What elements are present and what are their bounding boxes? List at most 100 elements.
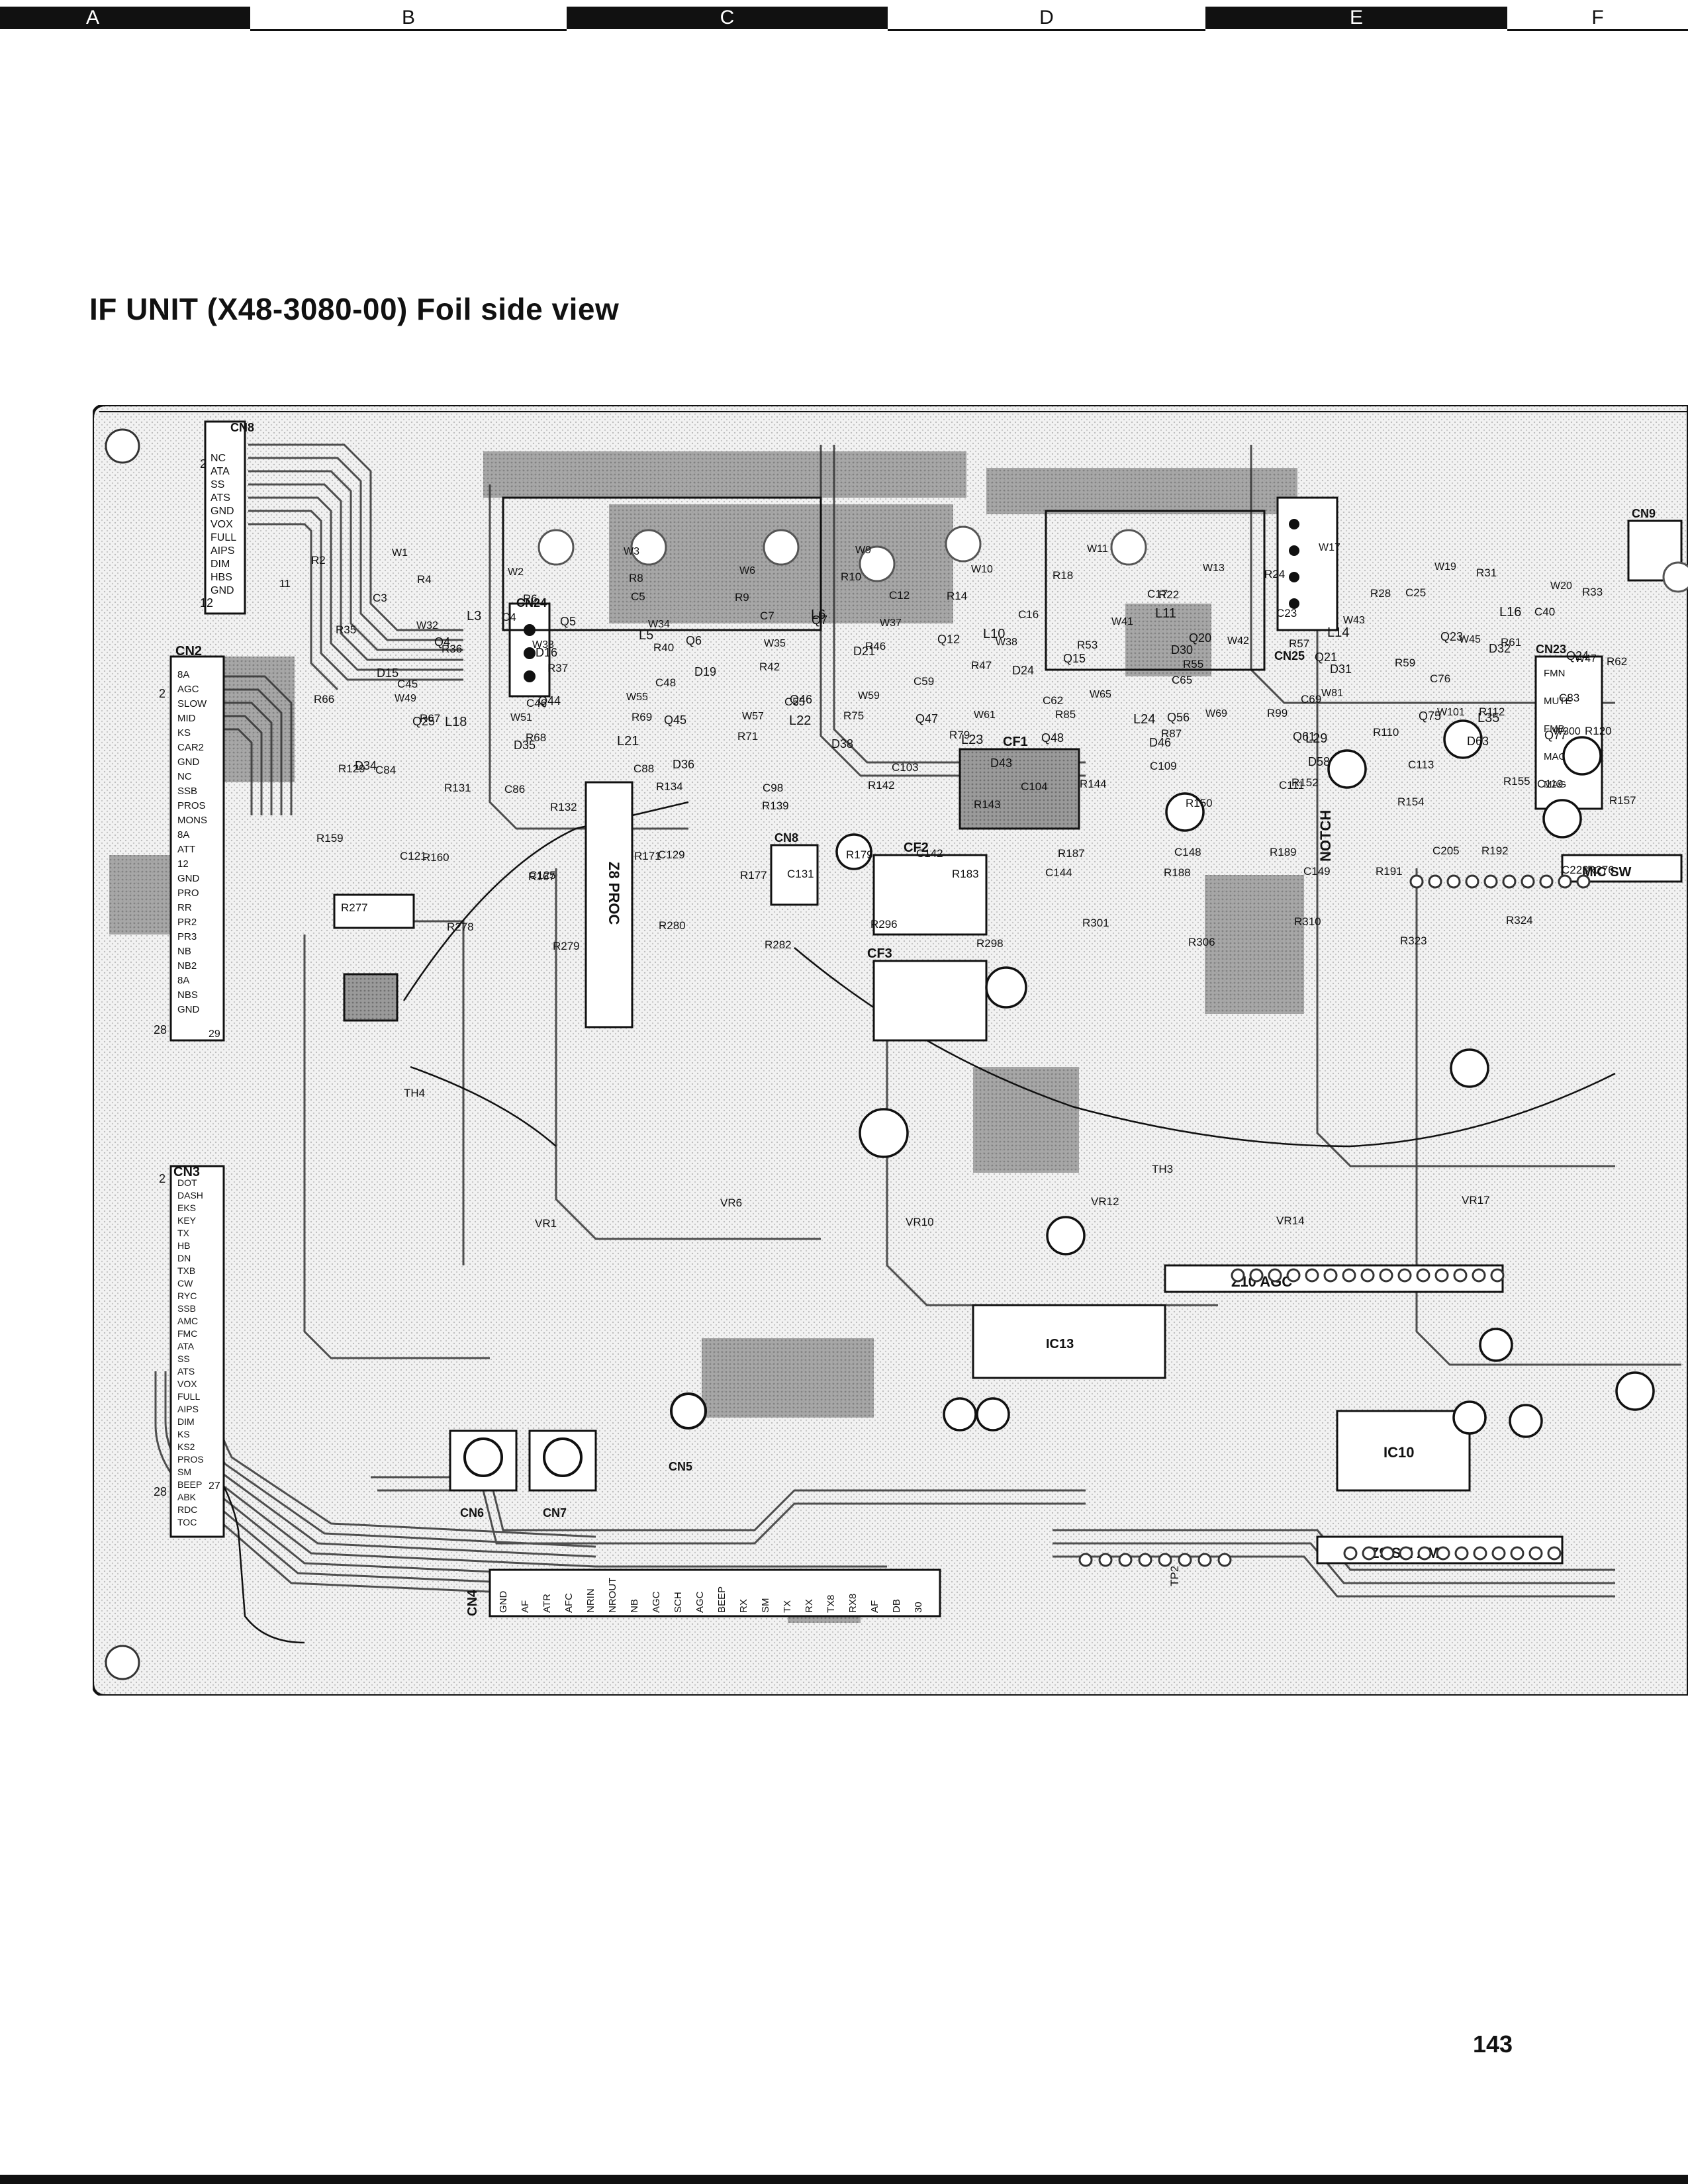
cn3-pin-label: ATS [177, 1366, 195, 1377]
cn3-label: CN3 [173, 1165, 200, 1179]
component-label: R71 [737, 730, 758, 743]
component-label: W49 [395, 693, 416, 704]
cn4-pin-label: TX [782, 1600, 793, 1613]
component-label: R134 [656, 780, 683, 793]
cn25-label: CN25 [1274, 649, 1305, 662]
component-label: D32 [1489, 642, 1511, 655]
component-label: W51 [510, 712, 532, 723]
component-label: D63 [1467, 735, 1489, 748]
cn3-pin-label: TOC [177, 1517, 197, 1527]
component-label: R129 [338, 762, 365, 775]
component-label: D19 [694, 665, 716, 678]
cn2-pin-label: PR2 [177, 917, 197, 928]
cn2-pin-label: 8A [177, 669, 189, 680]
connector-cn24: CN24 [508, 596, 551, 698]
cn3-pin-label: RYC [177, 1291, 197, 1301]
cn3-pin-label: ATA [177, 1341, 195, 1351]
component-label: L10 [983, 627, 1005, 641]
component-label: R69 [632, 711, 652, 723]
cn2-pin-label: PROS [177, 800, 206, 811]
component-label: C98 [763, 782, 783, 794]
cn3-pin-label: TXB [177, 1265, 195, 1276]
cn2-pin-label: GND [177, 756, 200, 768]
cn3-pin-label: SSB [177, 1303, 196, 1314]
component-label: W55 [626, 692, 648, 703]
cn2-pin-label: NBS [177, 989, 198, 1001]
component-label: Q6 [686, 634, 702, 647]
cn8-pin-label: ATS [211, 492, 230, 504]
component-label: C59 [914, 675, 934, 688]
cn8-pin-label: HBS [211, 572, 232, 583]
page-title: IF UNIT (X48-3080-00) Foil side view [89, 292, 620, 326]
component-label: C149 [1303, 865, 1331, 878]
component-label: Q15 [1063, 652, 1086, 665]
component-label: C144 [1045, 866, 1072, 879]
component-label: C119 [1537, 778, 1563, 790]
component-label: R40 [653, 641, 674, 654]
component-label: R177 [740, 869, 767, 882]
cn8-label: CN8 [230, 421, 254, 434]
component-label: Q77 [1544, 729, 1567, 742]
cn4-pin-label: GND [498, 1591, 509, 1614]
component-label: Q44 [538, 694, 561, 707]
cn2-pin-label: SSB [177, 786, 197, 797]
component-label: R22 [1158, 588, 1179, 601]
component-label: C113 [1408, 758, 1434, 771]
cn8-pin-last: 12 [200, 596, 213, 610]
cf1-label: CF1 [1003, 735, 1028, 749]
component-label: R154 [1397, 796, 1425, 808]
cn8-pin-label: NC [211, 453, 226, 464]
component-label: C5 [631, 590, 645, 603]
zone-f: F [1507, 7, 1688, 31]
cn8-pin-label: GND [211, 506, 234, 517]
component-label: R277 [341, 901, 368, 914]
component-label: VR6 [720, 1197, 742, 1209]
component-label: Q47 [915, 712, 938, 725]
cn4-pin-label: SCH [673, 1592, 684, 1613]
component-label: R61 [1501, 636, 1521, 649]
connector-cn25: CN25 [1274, 496, 1338, 662]
component-label: Q23 [1440, 630, 1463, 643]
component-label: VR17 [1462, 1194, 1490, 1206]
component-label: W13 [1203, 563, 1225, 574]
component-label: Q4 [434, 635, 450, 649]
cn3-pin-label: ABK [177, 1492, 197, 1502]
component-label: L23 [961, 733, 983, 747]
cn3-pin-27: 27 [209, 1480, 220, 1492]
component-label: C121 [400, 850, 427, 862]
z8-label: Z8 PROC [606, 862, 622, 925]
cn3-pin-label: FULL [177, 1391, 200, 1402]
component-label: C7 [760, 610, 774, 622]
component-label: R67 [420, 712, 440, 725]
component-label: R68 [526, 731, 546, 744]
component-label: C103 [892, 761, 919, 774]
component-label: W42 [1227, 635, 1249, 647]
component-label: C16 [1018, 608, 1039, 621]
component-label: W35 [764, 638, 786, 649]
component-label: Q5 [560, 615, 576, 628]
cn2-pin-label: PR3 [177, 931, 197, 942]
component-label: L11 [1155, 606, 1176, 621]
component-label: W17 [1319, 542, 1340, 553]
cn8-pin-label: SS [211, 479, 224, 490]
component-label: R157 [1609, 794, 1636, 807]
component-label: W32 [416, 620, 438, 631]
component-label: L29 [1305, 731, 1327, 746]
component-label: W11 [1087, 543, 1108, 555]
component-label: W59 [858, 690, 880, 702]
component-label: C88 [633, 762, 654, 775]
component-label: W69 [1205, 708, 1227, 719]
component-label: L14 [1327, 625, 1349, 640]
component-label: C104 [1021, 780, 1048, 793]
component-label: D38 [831, 737, 853, 751]
component-label: R139 [762, 799, 789, 812]
cn23-pin-label: MUTE [1544, 696, 1572, 707]
component-label: C45 [397, 678, 418, 690]
component-label: L24 [1133, 712, 1155, 727]
component-label: C40 [1534, 606, 1555, 618]
component-label: R62 [1607, 655, 1627, 668]
component-label: R18 [1053, 569, 1073, 582]
cn3-pin-label: DASH [177, 1190, 203, 1201]
ic10-label: IC10 [1383, 1444, 1414, 1461]
